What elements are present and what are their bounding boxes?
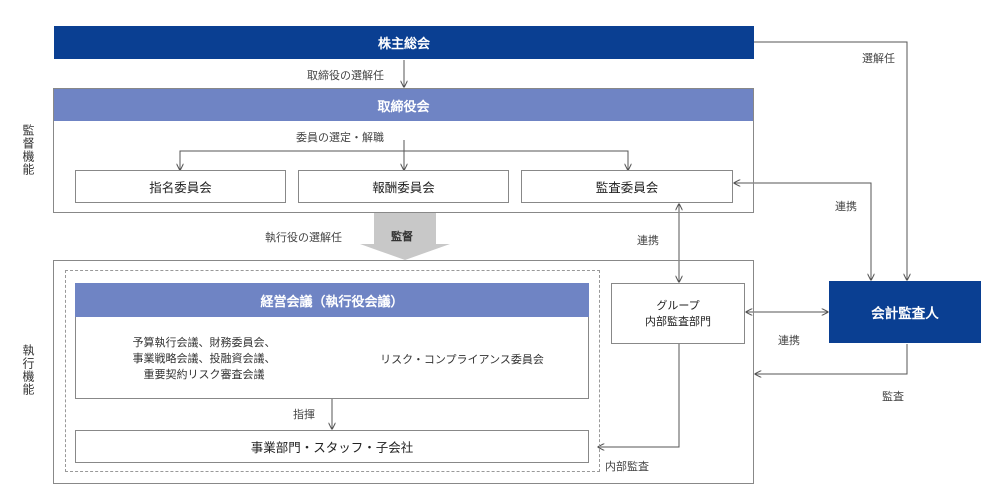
executive-dotted-frame (65, 270, 600, 472)
departments-box: 事業部門・スタッフ・子会社 (75, 430, 589, 463)
meetings-list: 予算執行会議、財務委員会、 事業戦略会議、投融資会議、 重要契約リスク審査会議 (76, 335, 332, 383)
label-elect-auditor: 選解任 (862, 52, 895, 65)
arrow-audit-committee-to-auditor (734, 183, 871, 280)
label-elect-directors: 取締役の選解任 (307, 69, 384, 82)
label-cooperate-1: 連携 (637, 234, 659, 247)
arrow-shareholders-to-auditor (754, 41, 907, 280)
supervision-frame (53, 88, 754, 213)
label-supervision: 監督機能 (21, 124, 35, 176)
meetings-panel: 予算執行会議、財務委員会、 事業戦略会議、投融資会議、 重要契約リスク審査会議 … (75, 317, 589, 399)
supervise-arrow (360, 213, 450, 260)
internal-audit-dept: グループ 内部監査部門 (611, 283, 745, 344)
audit-committee: 監査委員会 (521, 170, 733, 203)
meetings-line-1: 予算執行会議、財務委員会、 (132, 336, 276, 349)
arrow-board-to-nomination (180, 150, 404, 170)
nomination-committee: 指名委員会 (75, 170, 286, 203)
label-internal-audit: 内部監査 (605, 460, 649, 473)
label-committee-selection: 委員の選定・解職 (296, 131, 384, 144)
label-command: 指揮 (293, 408, 315, 421)
internal-audit-line-2: 内部監査部門 (645, 314, 711, 328)
label-execution: 執行機能 (21, 344, 35, 396)
arrow-internal-audit-to-departments (598, 344, 680, 447)
risk-committee: リスク・コンプライアンス委員会 (380, 353, 544, 366)
shareholders-meeting: 株主総会 (54, 26, 754, 59)
management-meeting: 経営会議（執行役会議） (75, 283, 589, 317)
arrow-auditor-audit (755, 344, 908, 374)
internal-audit-line-1: グループ (656, 298, 700, 312)
execution-frame (53, 260, 754, 484)
meetings-line-2: 事業戦略会議、投融資会議、 (132, 352, 276, 365)
compensation-committee: 報酬委員会 (298, 170, 509, 203)
label-cooperate-2: 連携 (835, 200, 857, 213)
meetings-line-3: 重要契約リスク審査会議 (143, 368, 265, 381)
accounting-auditor: 会計監査人 (829, 281, 981, 343)
arrow-board-to-audit (404, 150, 628, 170)
label-elect-officers: 執行役の選解任 (265, 231, 342, 244)
board-of-directors: 取締役会 (54, 89, 753, 121)
label-supervise: 監督 (391, 230, 413, 243)
label-audit: 監査 (882, 390, 904, 403)
label-cooperate-3: 連携 (778, 334, 800, 347)
